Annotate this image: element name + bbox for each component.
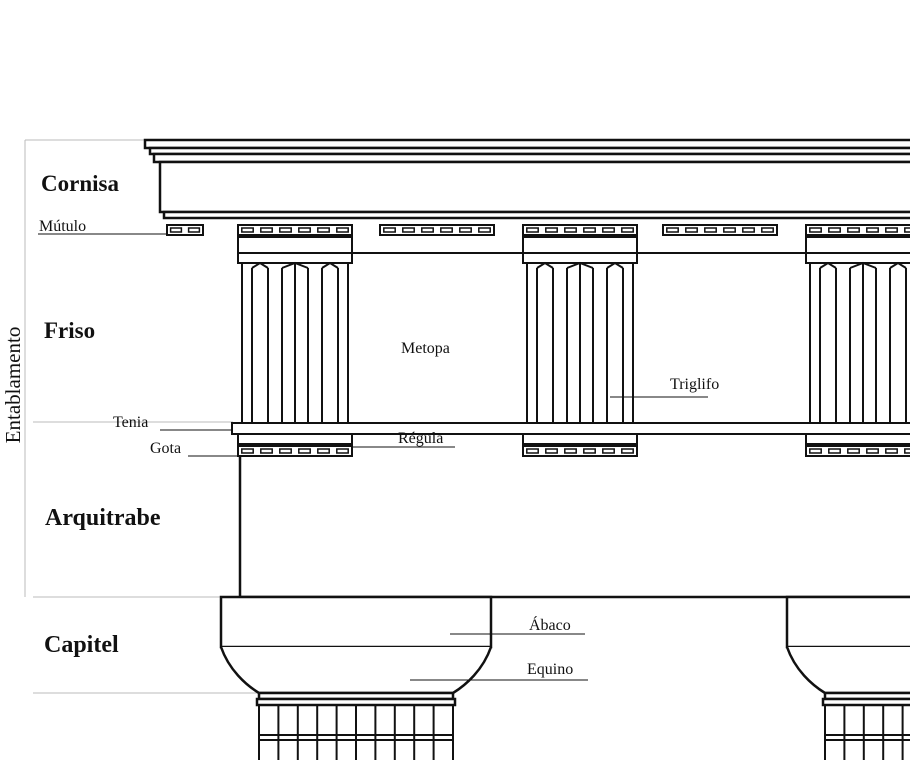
capital [219, 595, 493, 760]
mutulo-label: Mútulo [39, 218, 86, 235]
abaco-label: Ábaco [529, 615, 571, 634]
triglyph [522, 236, 638, 423]
mutule-block [662, 224, 778, 236]
cornisa-label: Cornisa [41, 171, 119, 196]
regula-with-guttae [805, 433, 910, 457]
shaft [824, 705, 910, 760]
triglifo-label: Triglifo [670, 376, 719, 393]
annulet [821, 697, 910, 707]
abacus [219, 595, 493, 649]
gota-label: Gota [150, 440, 181, 457]
capital [785, 595, 910, 760]
mutule-block [379, 224, 495, 236]
cornice [143, 138, 910, 220]
taenia [231, 422, 910, 435]
friso-label: Friso [44, 318, 95, 343]
echinus [785, 646, 910, 695]
guttae [805, 445, 910, 457]
regula-with-guttae [522, 433, 638, 457]
echinus [219, 646, 493, 695]
leader-lines [38, 233, 708, 681]
triglyph [237, 236, 353, 423]
annulet [255, 697, 457, 707]
regula-with-guttae [237, 433, 353, 457]
guttae [237, 445, 353, 457]
entablamento-label: Entablamento [1, 327, 25, 444]
architrave [238, 455, 910, 599]
mutule-block [166, 224, 204, 236]
equino-label: Equino [527, 661, 573, 678]
metopa-label: Metopa [401, 340, 450, 357]
mutule-row [166, 224, 910, 236]
regula-row [237, 433, 910, 457]
mutule-block [522, 224, 638, 236]
mutule-block [805, 224, 910, 236]
shaft [258, 705, 454, 760]
mutule-block [237, 224, 353, 236]
abacus [785, 595, 910, 649]
arquitrabe-label: Arquitrabe [45, 505, 161, 531]
annulet [823, 691, 910, 701]
tenia-label: Tenia [113, 414, 148, 431]
triglyph [805, 236, 910, 423]
guttae [522, 445, 638, 457]
regula-label: Régula [398, 430, 443, 447]
capitel-label: Capitel [44, 632, 119, 658]
triglyph-row [237, 236, 910, 423]
capital-row [219, 595, 910, 760]
section-guides [24, 139, 260, 694]
